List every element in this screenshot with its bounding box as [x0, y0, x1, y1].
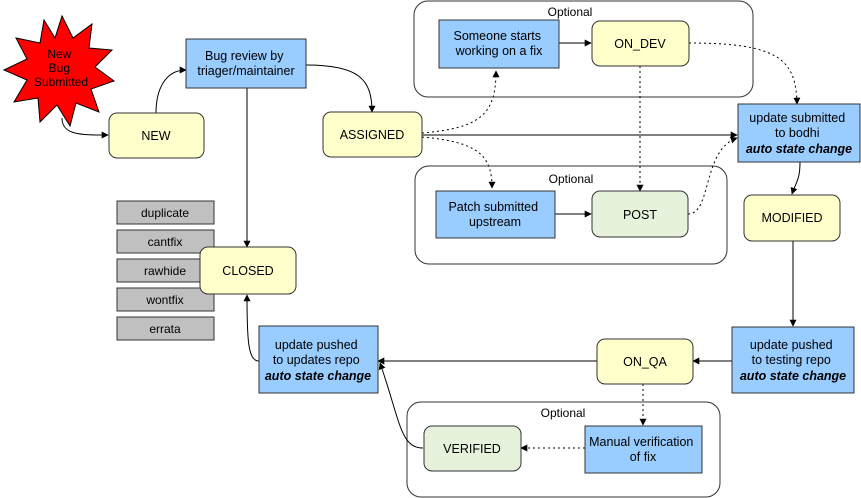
new-state-node: NEW	[108, 112, 205, 159]
connectors	[61, 39, 801, 449]
manual-verification-node: Manual verification of fix	[584, 425, 703, 474]
edge-updates-closed	[243, 294, 260, 362]
new-bug-submitted-node: New Bug Submitted	[2, 14, 116, 128]
edge-review-assigned	[305, 64, 376, 113]
resolution-errata	[116, 316, 215, 341]
patch-submitted-line-2: upstream	[469, 215, 521, 229]
someone-starts-node: Someone starts working on a fix	[438, 19, 560, 69]
edge-verified-updates	[378, 362, 424, 449]
new-bug-line-2: Bug	[49, 61, 70, 75]
verified-state-label: VERIFIED	[443, 442, 501, 456]
bug-review-node: Bug review by triager/maintainer	[185, 38, 307, 89]
svg-text:update pushed to testing: update pushed to testing repo auto state…	[740, 338, 846, 383]
edge-post-bodhi	[687, 136, 738, 215]
update-bodhi-node: update submitted to bodhi auto state cha…	[737, 103, 861, 163]
resolution-wontfix	[116, 287, 215, 312]
update-testing-auto: auto state change	[740, 369, 846, 383]
assigned-state-label: ASSIGNED	[340, 128, 405, 142]
modified-state-node: MODIFIED	[743, 194, 841, 242]
svg-text:update submitted to bodh: update submitted to bodhi auto state cha…	[746, 111, 852, 156]
resolution-wontfix-label: wontfix	[145, 293, 183, 307]
assigned-state-node: ASSIGNED	[322, 111, 423, 158]
on-dev-state-node: ON_DEV	[591, 20, 690, 67]
red-star-icon	[2, 14, 116, 128]
on-dev-state-label: ON_DEV	[614, 37, 666, 51]
svg-text:Manual verification of f: Manual verification of fix	[589, 435, 697, 464]
resolution-cantfix-label: cantfix	[148, 235, 183, 249]
resolution-duplicate	[116, 200, 215, 225]
update-testing-line-2: to testing repo	[752, 353, 831, 367]
optional-label-middle: Optional	[549, 172, 594, 186]
closed-state-label: CLOSED	[222, 264, 273, 278]
edge-bodhi-modified	[790, 161, 801, 195]
bug-review-line-2: triager/maintainer	[197, 64, 294, 78]
resolution-list: duplicate cantfix rawhide wontfix errata	[116, 200, 215, 341]
update-bodhi-line-1: update submitted	[749, 111, 845, 125]
update-updates-line-1: update pushed	[275, 338, 358, 352]
resolution-cantfix	[116, 229, 215, 254]
new-bug-line-1: New	[47, 47, 71, 61]
edge-assigned-patch	[421, 136, 496, 189]
update-bodhi-line-2: to bodhi	[775, 126, 819, 140]
svg-text:Bug review by triager/ma: Bug review by triager/maintainer	[197, 49, 294, 78]
closed-state-node: CLOSED	[199, 246, 297, 295]
bug-review-line-1: Bug review by	[205, 49, 284, 63]
update-updates-node: update pushed to updates repo auto state…	[258, 325, 379, 394]
on-qa-state-label: ON_QA	[623, 355, 667, 369]
dotted-connectors	[421, 42, 801, 452]
resolution-errata-label: errata	[149, 322, 181, 336]
update-testing-line-1: update pushed	[750, 338, 833, 352]
verified-state-node: VERIFIED	[423, 425, 522, 472]
edge-newbug-new	[61, 117, 109, 139]
edge-new-review	[155, 66, 187, 114]
someone-starts-line-1: Someone starts	[453, 29, 541, 43]
manual-verification-line-2: of fix	[630, 450, 657, 464]
optional-label-bottom: Optional	[541, 406, 586, 420]
resolution-rawhide-label: rawhide	[144, 264, 186, 278]
new-bug-line-3: Submitted	[34, 75, 88, 89]
post-state-label: POST	[623, 208, 657, 222]
svg-text:Someone starts working o: Someone starts working on a fix	[453, 29, 544, 58]
update-bodhi-auto: auto state change	[746, 142, 852, 156]
patch-submitted-node: Patch submitted upstream	[435, 190, 556, 239]
resolution-duplicate-label: duplicate	[141, 206, 189, 220]
svg-text:Patch submitted upstream: Patch submitted upstream	[448, 200, 541, 229]
modified-state-label: MODIFIED	[761, 211, 822, 225]
manual-verification-line-1: Manual verification	[589, 435, 693, 449]
update-updates-auto: auto state change	[265, 369, 371, 383]
svg-text:update pushed to updates: update pushed to updates repo auto state…	[265, 338, 371, 383]
update-testing-node: update pushed to testing repo auto state…	[731, 326, 855, 394]
update-updates-line-2: to updates repo	[273, 353, 360, 367]
on-qa-state-node: ON_QA	[596, 338, 694, 385]
post-state-node: POST	[591, 190, 689, 238]
new-state-label: NEW	[141, 129, 170, 143]
someone-starts-line-2: working on a fix	[455, 44, 544, 58]
optional-label-top: Optional	[548, 5, 593, 19]
edge-assigned-someone	[421, 70, 500, 134]
patch-submitted-line-1: Patch submitted	[448, 200, 538, 214]
svg-text:New Bug Submitted: New Bug Submitted	[34, 47, 88, 89]
